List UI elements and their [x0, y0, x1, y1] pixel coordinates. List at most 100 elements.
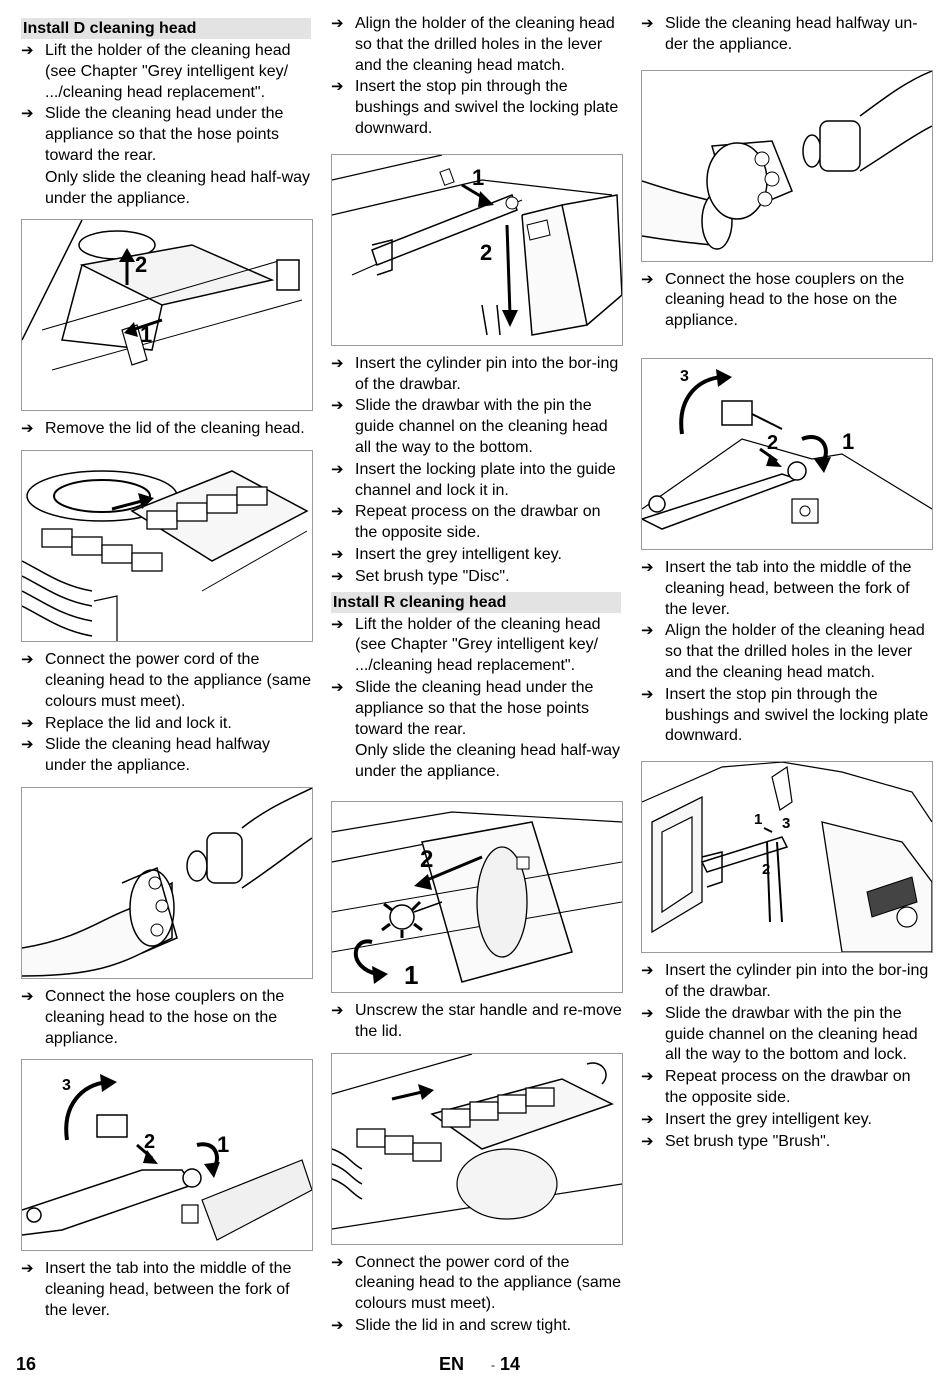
instruction-step: ➔ Connect the hose couplers on the cleani… — [21, 987, 313, 1049]
arrow-bullet-icon: ➔ — [331, 1316, 344, 1334]
instruction-step: ➔Insert the grey intelligent key. — [641, 1110, 933, 1131]
instruction-step: ➔Lift the holder of the cleaning head (s… — [21, 41, 313, 103]
step-text: Slide the lid in and screw tight. — [355, 1316, 572, 1334]
step-note: Only slide the cleaning head half-way un… — [45, 168, 311, 207]
instruction-step: ➔Unscrew the star handle and re-move the… — [331, 1001, 623, 1043]
step-text: Connect the power cord of the cleaning h… — [355, 1253, 621, 1313]
figure-label: 1 — [754, 811, 762, 828]
step-list: ➔ Insert the cylinder pin into the bor-in… — [641, 961, 933, 1152]
arrow-bullet-icon: ➔ — [331, 1001, 344, 1019]
step-text: Insert the locking plate into the guide … — [355, 460, 616, 499]
figure-label: 2 — [420, 846, 433, 873]
instruction-step: ➔Connect the power cord of the cleaning … — [21, 650, 313, 712]
instruction-step: ➔ Insert the locking plate into the guide… — [331, 460, 623, 502]
arrow-bullet-icon: ➔ — [331, 545, 344, 563]
step-text: Replace the lid and lock it. — [45, 714, 232, 732]
arrow-bullet-icon: ➔ — [331, 567, 344, 585]
instruction-step: ➔ Replace the lid and lock it. — [21, 714, 313, 735]
figure-label: 3 — [782, 815, 790, 832]
figure-label: 2 — [762, 861, 770, 878]
step-text: Insert the tab into the middle of the cl… — [665, 558, 912, 618]
arrow-bullet-icon: ➔ — [21, 105, 34, 123]
page-code-dash: - — [491, 1358, 495, 1373]
instruction-step: ➔Connect the power cord of the cleaning … — [331, 1253, 623, 1315]
section-heading-d-cleaning-head: Install D cleaning head — [21, 18, 311, 39]
step-text: Remove the lid of the cleaning head. — [45, 420, 305, 438]
arrow-bullet-icon: ➔ — [331, 503, 344, 521]
step-text: Connect the hose couplers on the cleanin… — [665, 270, 905, 330]
step-text: Lift the holder of the cleaning head (se… — [355, 615, 601, 675]
step-text: Set brush type "Disc". — [355, 567, 510, 585]
figure-label: 3 — [680, 368, 689, 385]
step-text: Insert the stop pin through the bushings… — [355, 78, 619, 137]
column-3: ➔Slide the cleaning head halfway un-der … — [641, 14, 933, 1153]
column-2: ➔ Align the holder of the cleaning head s… — [331, 14, 623, 1338]
arrow-bullet-icon: ➔ — [331, 397, 344, 415]
step-text: Connect the hose couplers on the cleanin… — [45, 987, 285, 1047]
arrow-bullet-icon: ➔ — [21, 736, 34, 754]
page-code: -14 — [491, 1354, 520, 1375]
instruction-step: ➔Slide the drawbar with the pin the guid… — [331, 396, 623, 458]
instruction-step: ➔Insert the tab into the middle of the c… — [21, 1259, 313, 1321]
figure-label: 1 — [404, 960, 418, 990]
step-text: Slide the cleaning head under the applia… — [45, 105, 284, 164]
step-text: Insert the tab into the middle of the cl… — [45, 1260, 292, 1319]
step-text: Align the holder of the cleaning head so… — [665, 622, 925, 681]
step-list: ➔ Insert the tab into the middle of the c… — [641, 558, 933, 747]
arrow-bullet-icon: ➔ — [641, 558, 654, 576]
arrow-bullet-icon: ➔ — [331, 354, 344, 372]
arrow-bullet-icon: ➔ — [21, 651, 34, 669]
arrow-bullet-icon: ➔ — [331, 460, 344, 478]
step-text: Slide the drawbar with the pin the guide… — [665, 1004, 918, 1064]
step-list: ➔Connect the power cord of the cleaning … — [21, 650, 313, 777]
figure-label: 2 — [480, 240, 492, 265]
step-text: Slide the cleaning head under the applia… — [355, 678, 594, 738]
figure-hose-coupler-r — [641, 69, 933, 262]
figure-power-cord-r — [331, 1052, 623, 1245]
instruction-step: ➔Slide the cleaning head halfway under t… — [21, 735, 313, 777]
figure-lift-holder: 2 1 — [21, 219, 313, 412]
figure-label: 2 — [144, 1131, 155, 1153]
arrow-bullet-icon: ➔ — [641, 1132, 654, 1150]
step-text: Insert the cylinder pin into the bor-ing… — [355, 354, 619, 393]
arrow-bullet-icon: ➔ — [21, 987, 34, 1005]
arrow-bullet-icon: ➔ — [21, 714, 34, 732]
step-text: Insert the cylinder pin into the bor-ing… — [665, 962, 929, 1000]
step-list: ➔ Connect the hose couplers on the cleani… — [21, 987, 313, 1049]
arrow-bullet-icon: ➔ — [21, 420, 34, 438]
step-list: ➔ Lift the holder of the cleaning head (s… — [331, 615, 623, 741]
arrow-bullet-icon: ➔ — [641, 685, 654, 703]
arrow-bullet-icon: ➔ — [331, 615, 344, 633]
step-text: Repeat process on the drawbar on the opp… — [665, 1068, 911, 1106]
figure-stop-pin: 1 2 — [331, 153, 623, 346]
arrow-bullet-icon: ➔ — [331, 678, 344, 696]
instruction-step: ➔ Insert the tab into the middle of the c… — [641, 558, 933, 620]
figure-label: 1 — [140, 322, 152, 347]
arrow-bullet-icon: ➔ — [331, 78, 344, 96]
instruction-step: ➔Insert the stop pin through the bushing… — [641, 685, 933, 747]
step-text: Insert the grey intelligent key. — [665, 1110, 872, 1128]
figure-label: 1 — [217, 1132, 229, 1157]
step-list: ➔Insert the tab into the middle of the c… — [21, 1259, 313, 1321]
instruction-step: ➔Align the holder of the cleaning head s… — [331, 14, 623, 76]
step-list: ➔Slide the cleaning head halfway un-der … — [641, 14, 933, 56]
figure-label: 1 — [472, 165, 484, 190]
instruction-step: ➔Repeat process on the drawbar on the op… — [331, 502, 623, 544]
step-list: ➔Lift the holder of the cleaning head (s… — [21, 41, 313, 167]
page-number: 16 — [16, 1354, 37, 1374]
instruction-step: ➔Connect the hose couplers on the cleani… — [641, 270, 933, 332]
instruction-step: ➔ Slide the cleaning head under the appli… — [331, 678, 623, 740]
figure-label: 2 — [767, 432, 778, 454]
arrow-bullet-icon: ➔ — [641, 962, 654, 980]
instruction-step: ➔ Insert the cylinder pin into the bor-in… — [641, 961, 933, 1003]
column-1: Install D cleaning head ➔Lift the holder… — [21, 14, 313, 1323]
figure-stop-pin-r: 1 3 2 — [641, 761, 933, 954]
language-code: EN — [439, 1354, 465, 1374]
arrow-bullet-icon: ➔ — [21, 42, 34, 59]
step-list: ➔ Remove the lid of the cleaning head. — [21, 419, 313, 440]
step-text: Align the holder of the cleaning head so… — [355, 15, 615, 74]
step-text: Set brush type "Brush". — [665, 1132, 831, 1150]
step-list: ➔ Align the holder of the cleaning head s… — [331, 14, 623, 140]
step-text: Insert the grey intelligent key. — [355, 545, 562, 563]
instruction-step: ➔ Set brush type "Disc". — [331, 567, 623, 588]
